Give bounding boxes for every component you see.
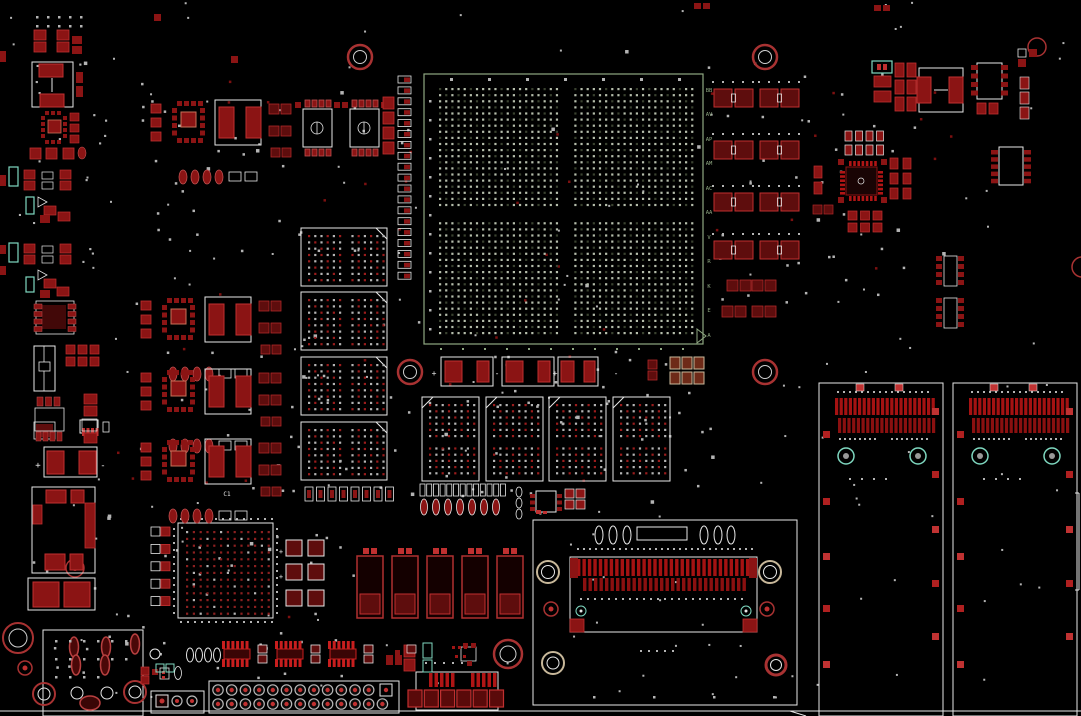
qfp-cluster[interactable] [812,130,912,233]
phy-bga[interactable]: C1 [150,491,278,623]
bga-decap-column[interactable] [397,75,412,280]
tantalum-cap[interactable] [440,356,555,387]
fuse-holder[interactable] [33,345,56,440]
svg-text:V: V [707,235,711,241]
sot-cluster-mid[interactable] [515,486,586,520]
left-soic-2[interactable] [34,393,98,444]
left-soic16[interactable] [33,300,77,335]
top-right-power[interactable] [871,48,1037,120]
svg-text:+: + [432,369,437,378]
svg-text:+: + [279,548,283,556]
caps-cluster-bottom-left[interactable] [140,666,182,685]
decap-bank[interactable] [712,81,800,260]
top-left-cluster[interactable] [0,16,87,275]
buck-regulator[interactable] [140,99,292,524]
caps-row-13[interactable] [419,483,506,497]
power-module-left[interactable] [31,486,96,574]
memory-chip-row[interactable] [421,396,671,482]
svg-text:AM: AM [706,161,713,167]
resistor-pack[interactable] [222,641,357,667]
svg-text:AP: AP [706,137,713,143]
module-two-pads[interactable] [27,577,96,611]
memory-chip-col[interactable] [300,227,388,481]
svg-text:AC: AC [706,186,713,192]
tall-caps-row[interactable] [356,548,524,619]
decap-small[interactable] [721,279,777,318]
left-cluster-3[interactable] [8,242,72,298]
svg-text:AA: AA [706,210,713,216]
sodimm-socket-right[interactable] [18,63,1078,716]
oval-pads-4[interactable] [149,647,221,663]
svg-text:E: E [707,308,710,314]
pin-header-2x13-pins[interactable] [212,684,389,710]
caps-cluster-right-mid[interactable] [936,255,964,329]
noise-red-dots [117,80,953,619]
svg-text:R: R [707,259,711,265]
pads-3x2[interactable] [65,344,100,367]
left-cluster-2[interactable] [8,166,72,223]
usb-connector[interactable] [395,642,505,711]
soic16-right[interactable] [991,146,1031,186]
svg-text:-: - [100,461,105,471]
soic8-pair[interactable] [295,99,387,157]
sodimm-connector-bottom[interactable] [532,510,798,706]
battery-cap[interactable]: +- [35,419,110,478]
conn-1x3[interactable] [150,690,205,714]
noise-white-dots [10,1,1065,699]
svg-text:AV: AV [706,112,713,118]
squares-2x3-plus[interactable]: ++ [279,539,325,607]
svg-text:+: + [35,461,41,471]
misc-2x3-tan[interactable] [647,356,705,385]
caps-col-right-of-soic[interactable] [382,96,395,155]
svg-text:+: + [553,369,558,378]
svg-text:A: A [707,333,711,339]
tantalum-cap-small[interactable]: + - + - [432,356,619,387]
mounting-holes[interactable] [2,37,1081,677]
bracket-right-edge [1075,492,1080,591]
svg-text:C1: C1 [223,491,231,498]
sot-pair[interactable] [257,644,374,664]
bga-u1[interactable]: BB AV AP AM AC AA V R K E A [423,73,713,350]
board-bottom-edge [0,710,1081,716]
pin-header-2x13[interactable] [208,680,400,714]
svg-text:+: + [279,573,283,581]
rj45-connector[interactable] [32,629,147,716]
svg-text:BB: BB [706,88,713,94]
svg-text:-: - [614,369,619,378]
svg-text:K: K [707,284,711,290]
svg-text:-: - [495,369,500,378]
misc-bits[interactable] [154,3,890,673]
caps-row-8[interactable] [304,486,394,502]
ovals-row-7[interactable] [420,498,500,516]
